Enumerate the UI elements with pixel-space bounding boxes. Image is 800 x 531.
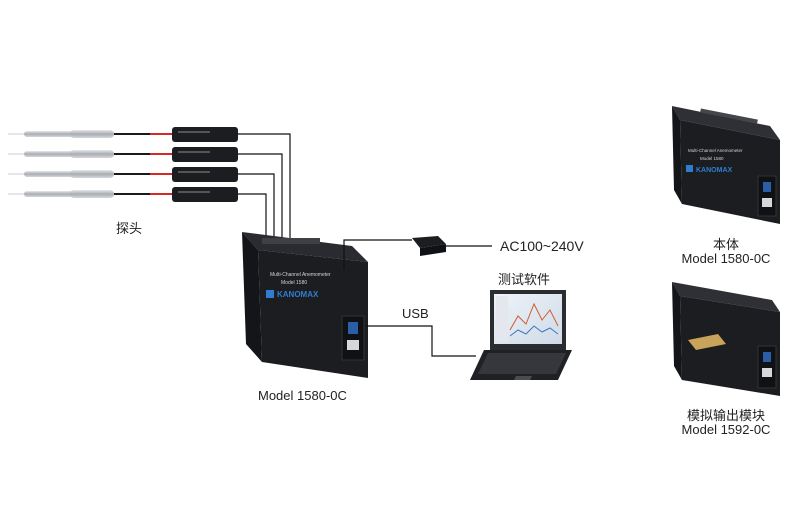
body-title-label: 本体	[712, 237, 739, 252]
brand-logo-icon	[266, 290, 274, 298]
probe-label: 探头	[116, 221, 143, 236]
body-brand-logo-icon	[686, 165, 693, 172]
module-title-label: 模拟输出模块	[686, 408, 765, 423]
body-model-label: Model 1580-0C	[681, 251, 771, 266]
body-unit-product-text: Multi-Channel Anemometer	[688, 148, 743, 153]
usb-label: USB	[402, 306, 429, 321]
main-unit-model-text: Model 1580	[281, 280, 307, 286]
body-unit: Multi-Channel Anemometer Model 1580 KANO…	[672, 106, 780, 224]
probe-group	[8, 127, 238, 202]
probe-1	[8, 127, 238, 142]
power-adapter	[343, 236, 492, 270]
analog-output-module	[672, 282, 780, 396]
probe-3	[8, 167, 238, 182]
power-label: AC100~240V	[500, 238, 584, 254]
main-unit: Multi-Channel Anemometer Model 1580 KANO…	[242, 232, 368, 378]
module-model-label: Model 1592-0C	[681, 422, 771, 437]
main-unit-product-text: Multi-Channel Anemometer	[270, 272, 331, 278]
laptop	[470, 290, 572, 380]
main-unit-brand-text: KANOMAX	[277, 290, 319, 299]
probe-4	[8, 187, 238, 202]
probe-2	[8, 147, 238, 162]
software-label: 测试软件	[498, 272, 551, 287]
body-unit-model-text: Model 1580	[700, 156, 724, 161]
terminal-block-icon	[688, 334, 726, 350]
main-model-label: Model 1580-0C	[258, 388, 347, 403]
probe-cables	[238, 133, 291, 238]
usb-cable	[366, 325, 476, 357]
body-unit-brand-text: KANOMAX	[696, 167, 732, 174]
